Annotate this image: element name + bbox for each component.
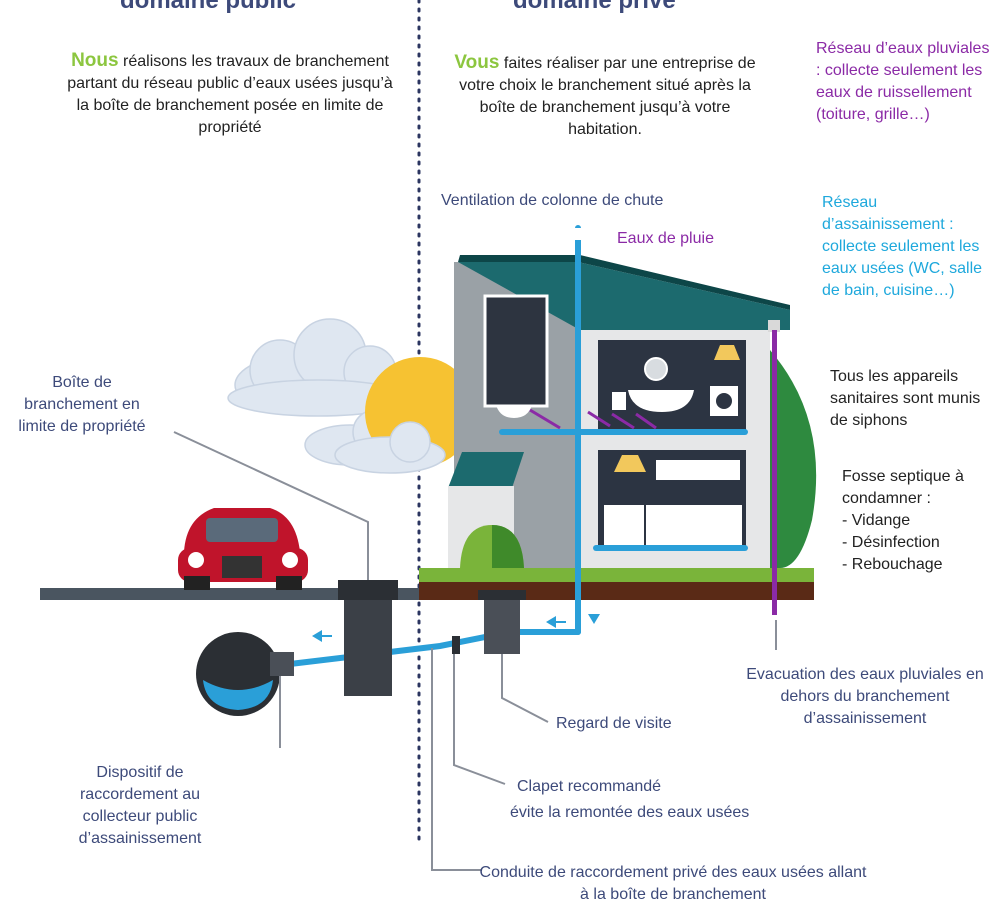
septic-step-2: - Désinfection bbox=[842, 534, 940, 551]
house bbox=[448, 255, 790, 615]
rainwater-label: Eaux de pluie bbox=[617, 230, 714, 247]
header-public-domain: domaine public bbox=[120, 0, 297, 14]
private-works-text: Vous faites réaliser par une entreprise … bbox=[445, 52, 765, 141]
header-private-domain: domaine privé bbox=[513, 0, 676, 14]
lawn bbox=[419, 568, 814, 582]
connection-box-label: Boîte de branchement en limite de propri… bbox=[18, 374, 146, 435]
public-description: réalisons les travaux de branchement par… bbox=[67, 53, 393, 136]
inspection-chamber-label: Regard de visite bbox=[556, 715, 672, 732]
inspection-chamber bbox=[484, 596, 520, 654]
public-connection-device-label: Dispositif de raccordement au collecteur… bbox=[78, 764, 202, 847]
septic-step-1: - Vidange bbox=[842, 512, 911, 529]
public-works-text: Nous réalisons les travaux de branchemen… bbox=[60, 50, 400, 139]
private-keyword: Vous bbox=[454, 52, 500, 73]
siphons-note: Tous les appareils sanitaires sont munis… bbox=[830, 368, 981, 429]
drain-arrows bbox=[529, 408, 657, 430]
public-keyword: Nous bbox=[71, 50, 119, 71]
ventilation-label: Ventilation de colonne de chute bbox=[441, 192, 664, 209]
private-pipe-label: Conduite de raccordement privé des eaux … bbox=[479, 864, 867, 903]
septic-title: Fosse septique à condamner : bbox=[842, 468, 964, 507]
private-description: faites réaliser par une entreprise de vo… bbox=[459, 55, 756, 138]
check-valve-title: Clapet recommandé bbox=[517, 778, 662, 795]
flow-arrows bbox=[312, 614, 600, 642]
check-valve-description: évite la remontée des eaux usées bbox=[510, 804, 750, 821]
check-valve bbox=[452, 636, 460, 654]
sewer-network-legend: Réseau d’assainissement : collecte seule… bbox=[822, 194, 983, 299]
connection-box bbox=[344, 600, 392, 696]
road bbox=[40, 588, 419, 600]
septic-step-3: - Rebouchage bbox=[842, 556, 943, 573]
septic-tank-note: Fosse septique à condamner : - Vidange -… bbox=[842, 466, 992, 576]
rainwater-evacuation-label: Evacuation des eaux pluviales en dehors … bbox=[746, 666, 984, 727]
rain-network-legend: Réseau d’eaux pluviales : collecte seule… bbox=[816, 40, 990, 123]
car-icon bbox=[178, 508, 308, 590]
washbasin-icon bbox=[496, 405, 532, 418]
leader-lines bbox=[173, 431, 777, 871]
